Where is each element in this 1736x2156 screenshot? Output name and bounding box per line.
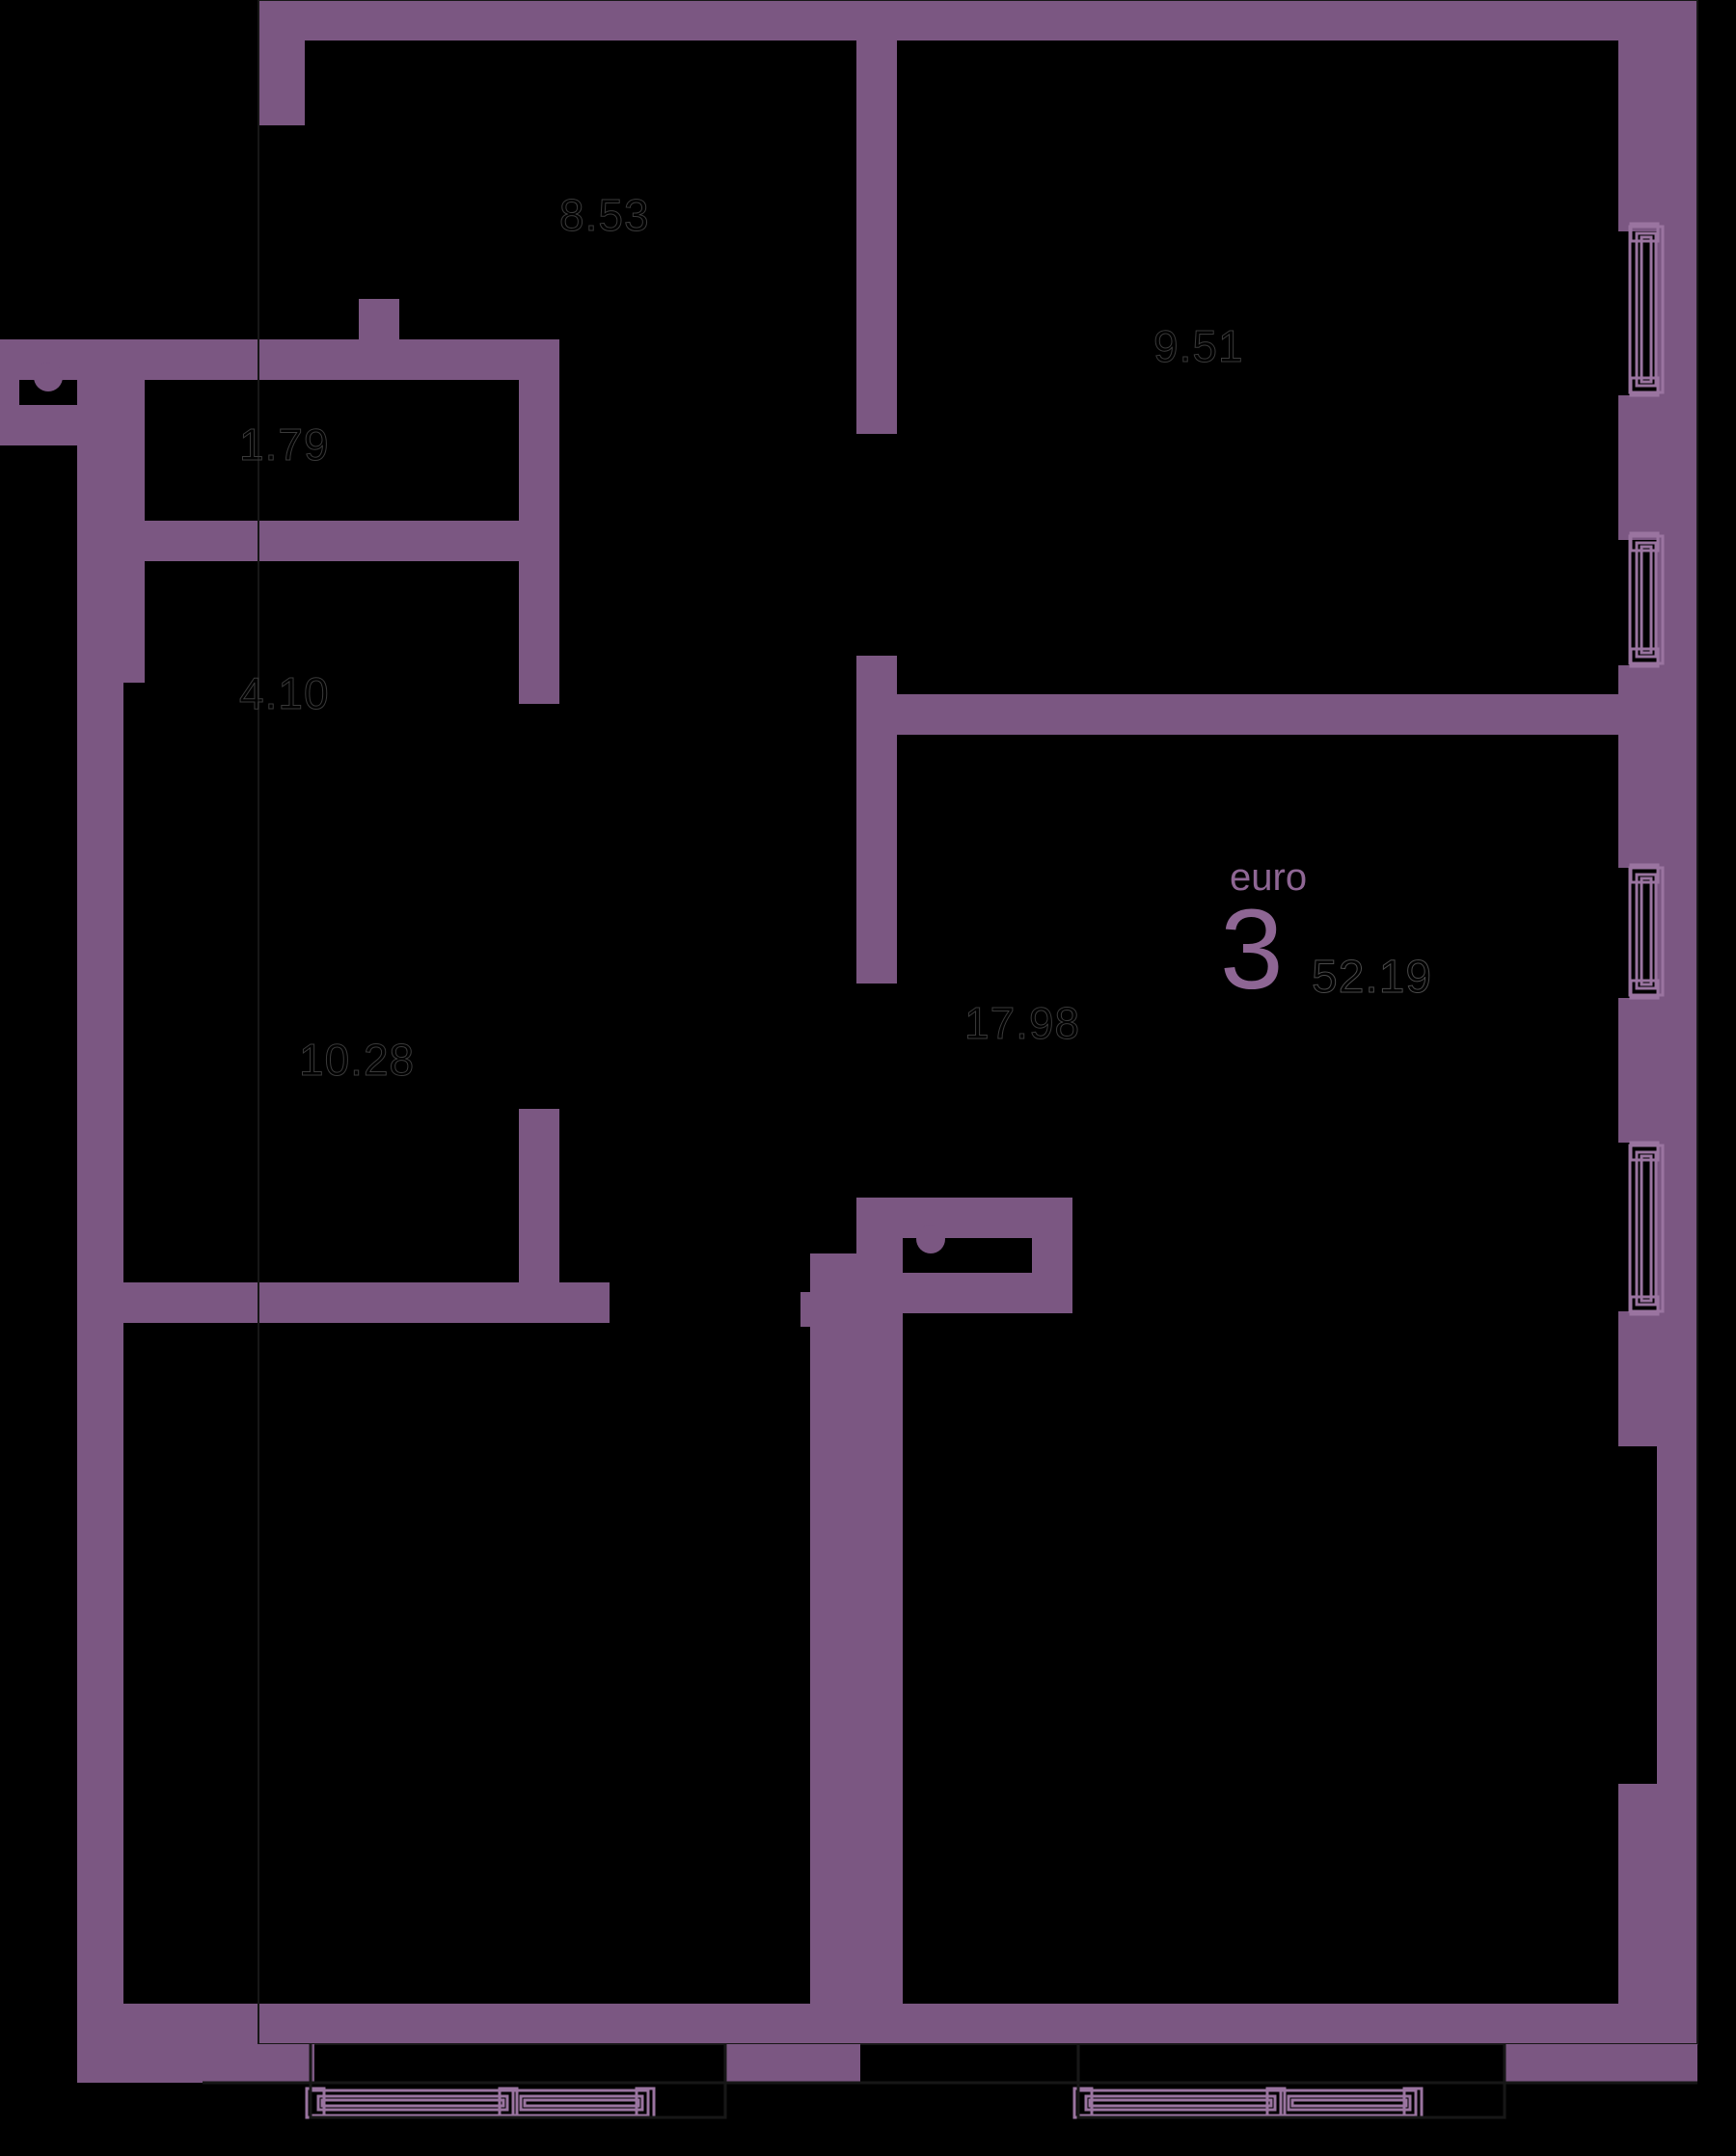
- interior-walls: [89, 39, 1647, 2036]
- room-area-label-bedroom-upper-right: 9.51: [1153, 321, 1244, 371]
- balcony-strips: [77, 2044, 1697, 2083]
- room-area-label-bathroom: 1.79: [239, 419, 330, 470]
- closet-door-handle: [916, 1225, 945, 1253]
- room-area-label-wc-hall: 4.10: [239, 668, 330, 718]
- plan-summary-badge: euro 3 52.19: [1210, 858, 1519, 1051]
- window-right-upper-1: [1628, 222, 1665, 397]
- window-right-upper-2: [1628, 531, 1665, 668]
- entrance-door-handle: [34, 363, 63, 391]
- room-area-label-kitchen-living: 8.53: [559, 190, 650, 240]
- window-right-lower-1: [1628, 863, 1665, 1000]
- window-bottom-right: [1072, 2087, 1424, 2119]
- wall-outline-strokes: [258, 0, 1698, 2045]
- exterior-walls: [0, 0, 1697, 2044]
- total-area-label: 52.19: [1311, 952, 1433, 1003]
- room-count-label: 3: [1220, 886, 1284, 1013]
- layout-type-label: euro: [1230, 856, 1308, 899]
- room-area-label-bedroom-lower-left: 10.28: [298, 1035, 416, 1085]
- bottom-sill-outline: [203, 2044, 1697, 2119]
- room-area-label-living-room: 17.98: [963, 998, 1081, 1048]
- window-bottom-left: [305, 2087, 656, 2119]
- window-right-lower-2: [1628, 1141, 1665, 1316]
